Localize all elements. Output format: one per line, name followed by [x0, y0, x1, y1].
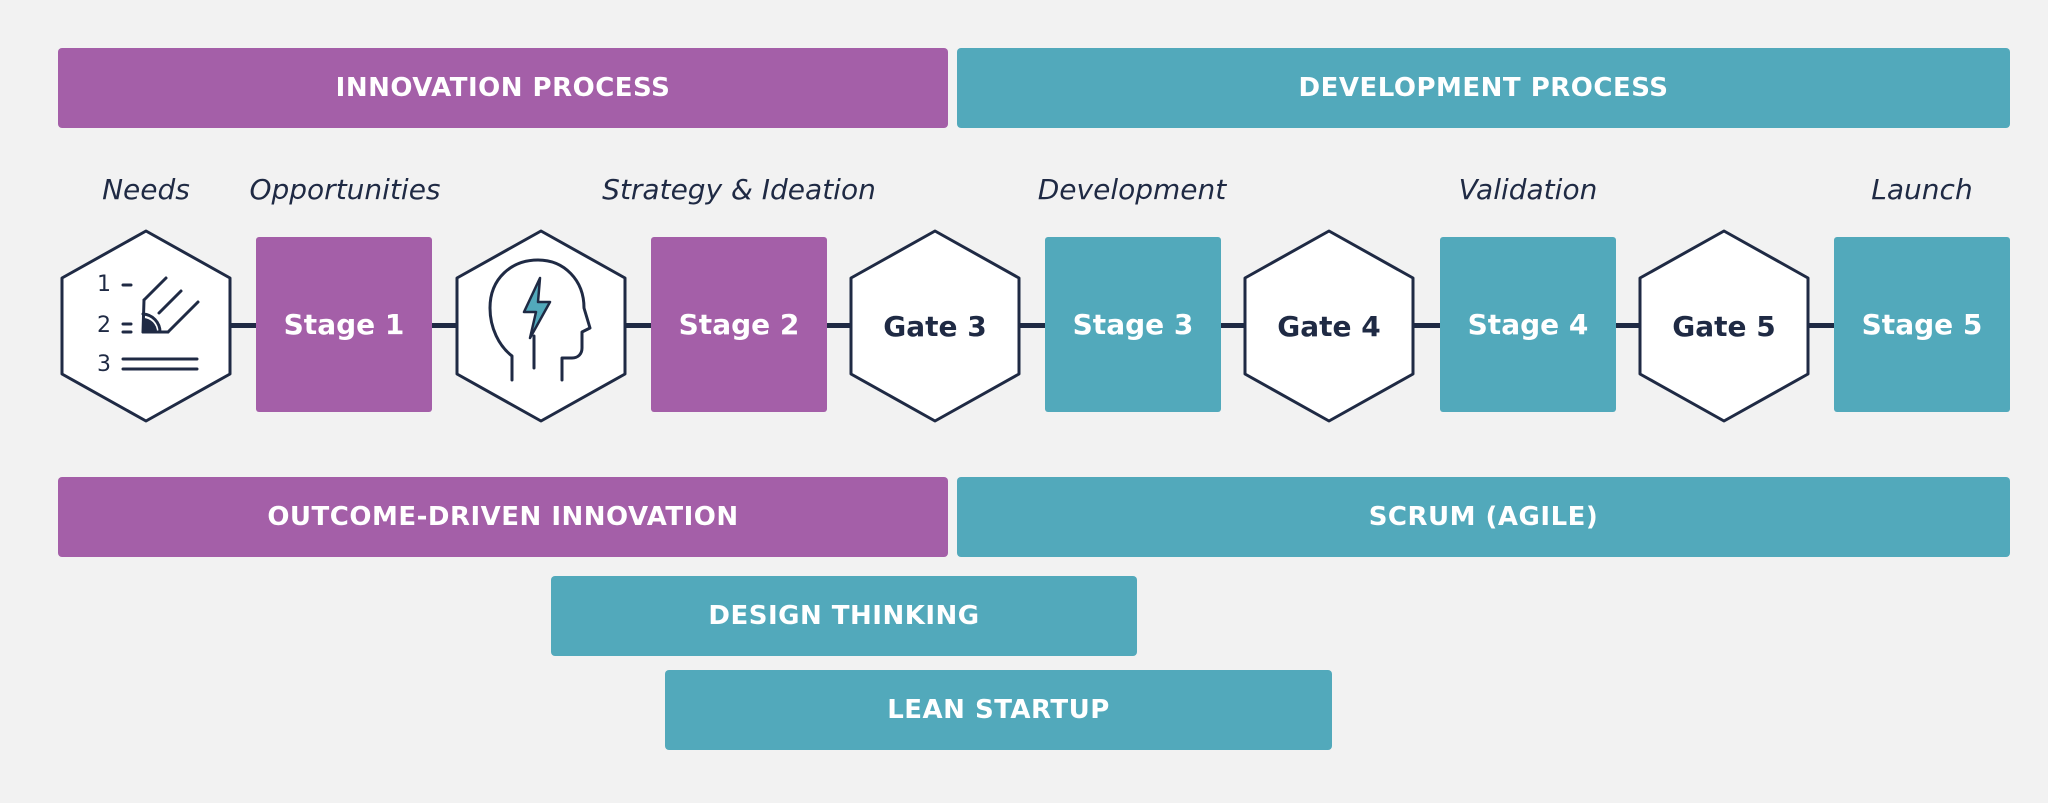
phase-label-development: Development — [1037, 173, 1227, 206]
needs-hexagon: 1 2 3 — [59, 228, 233, 424]
gate-5-hexagon: Gate 5 — [1637, 228, 1811, 424]
phase-label-strategy-ideation: Strategy & Ideation — [602, 173, 876, 206]
innovation-process-band: INNOVATION PROCESS — [58, 48, 948, 128]
stage-2-label: Stage 2 — [678, 308, 800, 341]
stage-1-label: Stage 1 — [283, 308, 405, 341]
gate-4-label: Gate 4 — [1277, 309, 1381, 343]
phase-label-opportunities: Opportunities — [249, 173, 441, 206]
design-thinking-band: DESIGN THINKING — [551, 576, 1137, 656]
head-lightning-icon — [488, 258, 592, 382]
development-process-band: DEVELOPMENT PROCESS — [957, 48, 2010, 128]
lean-startup-band: LEAN STARTUP — [665, 670, 1332, 750]
outcome-driven-innovation-label: OUTCOME-DRIVEN INNOVATION — [267, 502, 739, 532]
stage-2-box: Stage 2 — [651, 237, 827, 412]
outcome-driven-innovation-band: OUTCOME-DRIVEN INNOVATION — [58, 477, 948, 557]
gate-5-label: Gate 5 — [1672, 309, 1776, 343]
checklist-pencil-icon — [121, 276, 200, 371]
lean-startup-label: LEAN STARTUP — [887, 695, 1110, 725]
development-process-label: DEVELOPMENT PROCESS — [1298, 73, 1669, 103]
scrum-agile-label: SCRUM (AGILE) — [1368, 502, 1599, 532]
gate-3-hexagon: Gate 3 — [848, 228, 1022, 424]
strategy-hexagon — [454, 228, 628, 424]
phase-label-needs: Needs — [102, 173, 190, 206]
stage-5-box: Stage 5 — [1834, 237, 2010, 412]
scrum-agile-band: SCRUM (AGILE) — [957, 477, 2010, 557]
stage-3-box: Stage 3 — [1045, 237, 1221, 412]
innovation-process-label: INNOVATION PROCESS — [335, 73, 671, 103]
checklist-number-1: 1 — [97, 272, 111, 297]
phase-label-launch: Launch — [1871, 173, 1973, 206]
stage-5-label: Stage 5 — [1861, 308, 1983, 341]
stage-4-label: Stage 4 — [1467, 308, 1589, 341]
checklist-number-2: 2 — [97, 313, 111, 338]
stage-3-label: Stage 3 — [1072, 308, 1194, 341]
gate-4-hexagon: Gate 4 — [1242, 228, 1416, 424]
connector-line — [150, 323, 1910, 328]
gate-3-label: Gate 3 — [883, 309, 987, 343]
phase-label-validation: Validation — [1458, 173, 1598, 206]
design-thinking-label: DESIGN THINKING — [708, 601, 980, 631]
stage-1-box: Stage 1 — [256, 237, 432, 412]
checklist-number-3: 3 — [97, 352, 111, 377]
stage-4-box: Stage 4 — [1440, 237, 1616, 412]
